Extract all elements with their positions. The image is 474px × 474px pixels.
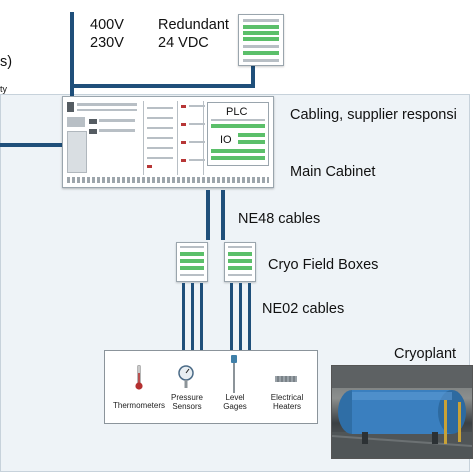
ne02-cable-5: [239, 283, 242, 351]
ne02-cable-2: [191, 283, 194, 351]
field-box-2: [224, 242, 256, 282]
redundant-supply-box: [238, 14, 284, 66]
voltage-label-230v: 230V: [90, 35, 124, 51]
main-cabinet: [62, 96, 274, 188]
field-boxes-label: Cryo Field Boxes: [268, 257, 379, 273]
cryoplant-photo: [331, 365, 473, 459]
ne48-cable-1: [206, 190, 210, 240]
left-fragment-top: s): [0, 54, 13, 70]
redundant-label: Redundant: [158, 17, 229, 33]
redundant-cable-vertical: [251, 66, 255, 88]
plc-io-rack: PLC IO: [207, 102, 269, 166]
power-cable-horizontal: [74, 84, 252, 88]
sensor-label-thermometers: Thermometers: [112, 401, 165, 410]
redundant-voltage-label: 24 VDC: [158, 35, 209, 51]
voltage-label-400v: 400V: [90, 17, 124, 33]
pressure-gauge-icon: [177, 365, 195, 389]
thermometer-icon: [135, 364, 143, 391]
power-cable-vertical: [70, 12, 74, 100]
plc-label: PLC: [226, 106, 248, 118]
left-feed-cable: [0, 143, 64, 147]
field-box-1: [176, 242, 208, 282]
sensor-label-level: Level Gages: [223, 393, 247, 412]
heater-icon: [275, 371, 297, 382]
ne02-cable-4: [230, 283, 233, 351]
ne02-cable-6: [248, 283, 251, 351]
field-instruments-box: Thermometers Pressure Sensors Level Gage…: [104, 350, 318, 424]
ne02-label: NE02 cables: [262, 301, 345, 317]
level-gauge-icon: [229, 355, 239, 393]
sensor-label-heaters: Electrical Heaters: [270, 393, 304, 412]
ne02-cable-1: [182, 283, 185, 351]
cabling-note: Cabling, supplier responsi: [290, 107, 457, 123]
ne48-cable-2: [221, 190, 225, 240]
cryoplant-label: Cryoplant: [394, 346, 457, 362]
ne02-cable-3: [200, 283, 203, 351]
ne48-label: NE48 cables: [238, 211, 321, 227]
io-label: IO: [220, 134, 232, 146]
left-fragment-bottom: ty: [0, 84, 8, 94]
main-cabinet-label: Main Cabinet: [290, 164, 376, 180]
sensor-label-pressure: Pressure Sensors: [170, 393, 203, 412]
